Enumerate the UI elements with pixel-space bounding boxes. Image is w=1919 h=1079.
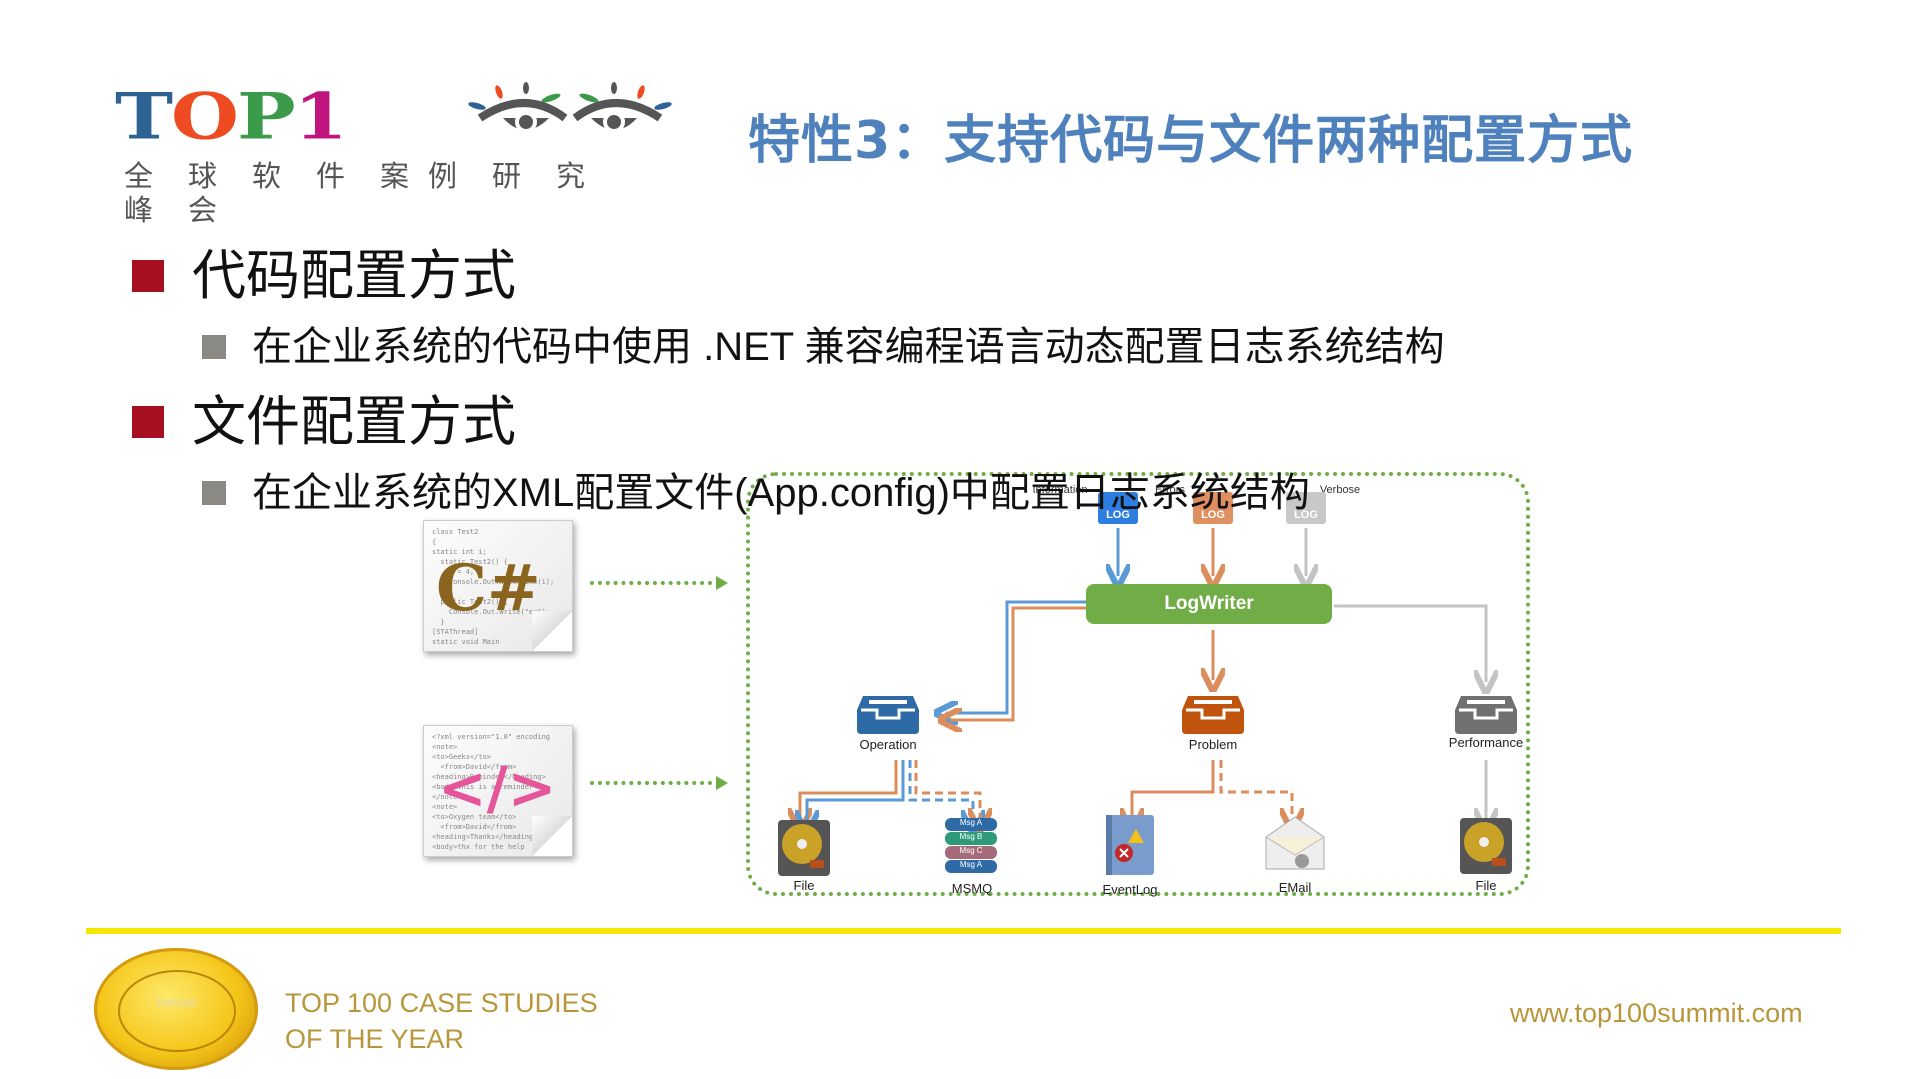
page-curl-icon xyxy=(532,816,572,856)
footer-tagline: TOP 100 CASE STUDIES OF THE YEAR xyxy=(285,985,598,1057)
footer-url-link[interactable]: www.top100summit.com xyxy=(1510,998,1803,1028)
dotted-arrow-icon xyxy=(590,576,728,590)
bullet-label: 代码配置方式 xyxy=(192,246,516,306)
log-file-icon: LOG xyxy=(1193,492,1233,524)
logging-architecture-frame xyxy=(746,472,1530,896)
xml-label: </> xyxy=(438,754,557,822)
logo-sub-char: 球 xyxy=(188,161,218,193)
log-input-label-verbose: Verbose xyxy=(1319,484,1361,496)
destination-label-file: File xyxy=(1475,878,1497,893)
two-eyes-icon xyxy=(468,82,672,133)
logo-sub-char: 软 xyxy=(252,161,282,193)
top100-logo: T O P 1 xyxy=(115,79,348,155)
destination-label-file: File xyxy=(793,878,815,893)
sub-bullet-file-config: 在企业系统的XML配置文件(App.config)中配置日志系统结构 xyxy=(202,468,1310,518)
logo-sub-char: 峰 xyxy=(124,195,154,227)
bullet-label: 文件配置方式 xyxy=(192,392,516,452)
csharp-code-lines: class Test2 { static int i; static Test2… xyxy=(432,528,555,646)
xml-code-lines: <?xml version="1.0" encoding <note> <to>… xyxy=(432,733,551,851)
sub-bullet-code-config: 在企业系统的代码中使用 .NET 兼容编程语言动态配置日志系统结构 xyxy=(202,322,1445,372)
hard-drive-icon xyxy=(1460,818,1512,874)
logo-sub-char: 究 xyxy=(556,161,586,193)
footer-tagline-line2: OF THE YEAR xyxy=(285,1024,465,1054)
logwriter-box: LogWriter xyxy=(1086,584,1332,624)
category-label-problem: Problem xyxy=(1188,737,1238,752)
hard-drive-icon xyxy=(778,820,830,876)
page-title: 特性3：支持代码与文件两种配置方式 xyxy=(748,111,1634,171)
logo-letter-1: 1 xyxy=(293,79,348,155)
xml-config-document: <?xml version="1.0" encoding <note> <to>… xyxy=(423,725,573,857)
category-label-performance: Performance xyxy=(1448,735,1524,750)
destination-label-email: EMail xyxy=(1278,880,1312,895)
logo-sub-char: 案 xyxy=(380,161,410,193)
problem-tray-icon xyxy=(1182,696,1244,734)
message-queue-icon: Msg A Msg B Msg C Msg A xyxy=(945,818,997,873)
event-log-icon xyxy=(1106,815,1154,875)
operation-tray-icon xyxy=(857,696,919,734)
destination-label-msmq: MSMQ xyxy=(951,881,993,896)
email-icon xyxy=(1265,816,1325,870)
performance-tray-icon xyxy=(1455,696,1517,734)
bullet-square-icon xyxy=(132,260,164,292)
sub-bullet-text: 在企业系统的XML配置文件(App.config)中配置日志系统结构 xyxy=(252,471,1310,515)
bullet-code-config: 代码配置方式 xyxy=(132,246,516,306)
log-file-icon: LOG xyxy=(1098,492,1138,524)
sub-bullet-text: 在企业系统的代码中使用 .NET 兼容编程语言动态配置日志系统结构 xyxy=(252,325,1445,369)
sub-bullet-square-icon xyxy=(202,335,226,359)
logo-letter-o: O xyxy=(171,79,239,155)
destination-label-eventlog: EventLog xyxy=(1102,882,1158,897)
queue-item: Msg A xyxy=(945,818,997,831)
seal-center-text: TOP100 xyxy=(155,998,197,1010)
bullet-file-config: 文件配置方式 xyxy=(132,392,516,452)
logo-letter-t: T xyxy=(115,79,173,155)
logo-sub-char: 研 xyxy=(492,161,522,193)
page-curl-icon xyxy=(532,611,572,651)
queue-item: Msg C xyxy=(945,846,997,859)
logo-subtitle: 全 球 软 件 案例 研 究 峰 会 xyxy=(124,160,634,228)
log-input-label-information: Information xyxy=(1032,484,1088,496)
dotted-arrow-icon xyxy=(590,776,728,790)
queue-item: Msg B xyxy=(945,832,997,845)
seal-inner-ring xyxy=(118,970,236,1052)
logo-sub-char: 例 xyxy=(428,161,458,193)
footer-divider xyxy=(86,928,1841,934)
case-studies-seal-icon: TOP100 xyxy=(94,948,258,1070)
queue-item: Msg A xyxy=(945,860,997,873)
logo-sub-char: 全 xyxy=(124,161,154,193)
log-file-icon: LOG xyxy=(1286,492,1326,524)
sub-bullet-square-icon xyxy=(202,481,226,505)
bullet-square-icon xyxy=(132,406,164,438)
csharp-code-document: class Test2 { static int i; static Test2… xyxy=(423,520,573,652)
log-input-label-errors: Errors xyxy=(1155,484,1185,496)
csharp-label: C# xyxy=(436,551,541,626)
footer-tagline-line1: TOP 100 CASE STUDIES xyxy=(285,988,598,1018)
logo-sub-char: 件 xyxy=(316,161,346,193)
logo-sub-char: 会 xyxy=(188,195,218,227)
category-label-operation: Operation xyxy=(859,737,917,752)
logo-letter-p: P xyxy=(237,79,296,155)
diagram-connectors xyxy=(740,528,1540,900)
